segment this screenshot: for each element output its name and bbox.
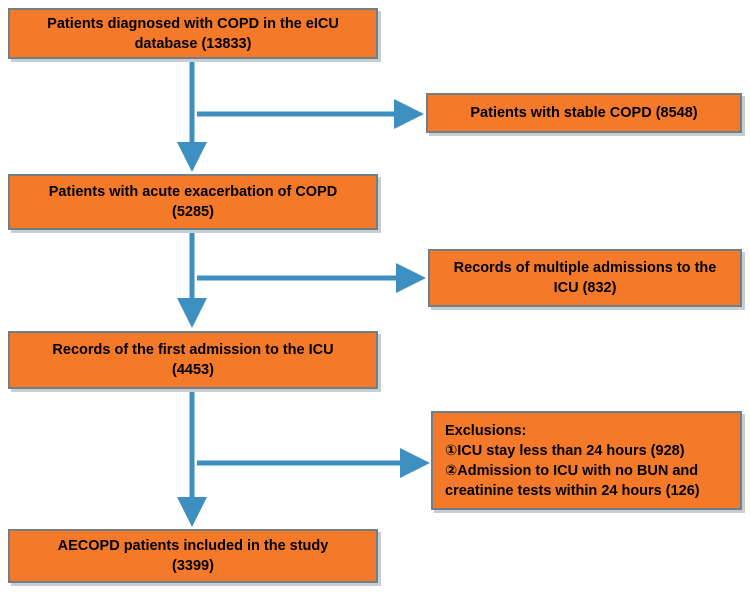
box-acute-exacerbation-line1: Patients with acute exacerbation of COPD [48, 184, 338, 200]
box-aecopd-included-line1: AECOPD patients included in the study [57, 538, 329, 554]
box-exclusions-heading: Exclusions: [445, 422, 527, 439]
box-acute-exacerbation: Patients with acute exacerbation of COPD… [8, 174, 378, 230]
box-exclusions-item2-cont: creatinine tests within 24 hours (126) [445, 482, 700, 499]
box-copd-diagnosed: Patients diagnosed with COPD in the eICU… [8, 8, 378, 59]
box-first-admission: Records of the first admission to the IC… [8, 331, 378, 389]
box-multiple-admissions: Records of multiple admissions to the IC… [428, 249, 742, 307]
box-multiple-admissions-line2: ICU (832) [553, 280, 617, 296]
box-acute-exacerbation-line2: (5285) [172, 204, 214, 220]
box-stable-copd-line1: Patients with stable COPD (8548) [470, 105, 698, 121]
box-copd-diagnosed-line2: database (13833) [134, 35, 252, 52]
box-aecopd-included-line2: (3399) [172, 558, 214, 574]
box-copd-diagnosed-line1: Patients diagnosed with COPD in the eICU [47, 15, 339, 32]
box-multiple-admissions-line1: Records of multiple admissions to the [453, 260, 717, 276]
box-first-admission-line1: Records of the first admission to the IC… [52, 342, 334, 358]
box-exclusions-item1: ①ICU stay less than 24 hours (928) [445, 442, 685, 459]
box-exclusions: Exclusions: ①ICU stay less than 24 hours… [431, 411, 742, 510]
box-aecopd-included: AECOPD patients included in the study (3… [8, 529, 378, 583]
box-stable-copd: Patients with stable COPD (8548) [426, 93, 742, 133]
box-exclusions-item2: ②Admission to ICU with no BUN and [445, 462, 699, 479]
box-first-admission-line2: (4453) [172, 362, 214, 378]
